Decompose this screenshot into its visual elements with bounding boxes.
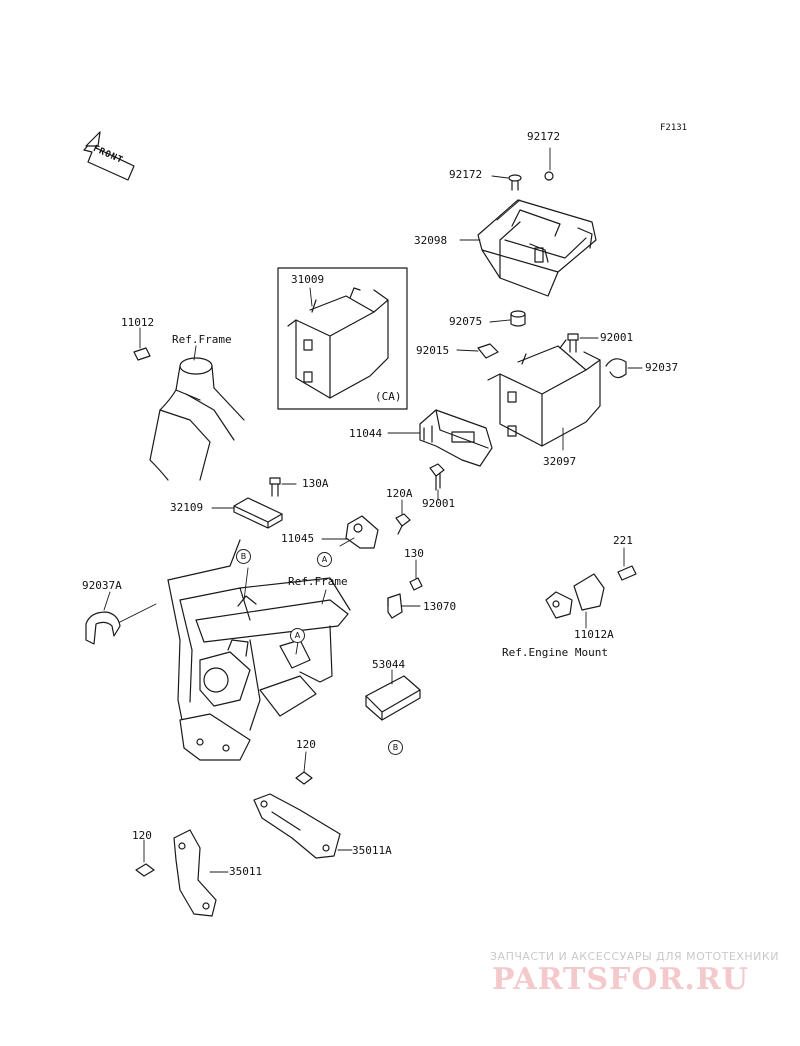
part-label-92037a: 92037A [82, 579, 122, 592]
frame-head-ref [149, 357, 245, 481]
callout-a-frame: A [290, 628, 305, 643]
part-label-11045: 11045 [281, 532, 315, 545]
callout-b-frame: B [236, 549, 251, 564]
part-label-92015: 92015 [416, 344, 450, 357]
bolt-130 [409, 577, 423, 591]
stopper-11012 [133, 347, 151, 361]
bolt-221 [617, 565, 637, 581]
leader-lines [103, 147, 643, 873]
bracket-35011a [253, 793, 341, 859]
figure-code: F2131 [660, 123, 688, 133]
grommet-92075 [510, 310, 526, 327]
part-label-92001-top: 92001 [600, 331, 634, 344]
bracket-11044 [419, 409, 493, 467]
front-arrow-icon [83, 131, 135, 181]
part-label-92172-top: 92172 [527, 130, 561, 143]
bolt-120-low [135, 863, 155, 877]
sleeve-53044 [365, 675, 421, 721]
part-label-35011: 35011 [229, 865, 263, 878]
pad-32109 [233, 497, 283, 529]
ref-engine-mount-label: Ref.Engine Mount [502, 646, 608, 659]
bolt-120a [395, 513, 411, 535]
option-box-31009 [277, 267, 408, 410]
part-label-92037: 92037 [645, 361, 679, 374]
callout-b-lower: B [388, 740, 403, 755]
part-label-11012: 11012 [121, 316, 155, 329]
part-label-120a: 120A [386, 487, 413, 500]
clamp-92037 [605, 358, 627, 379]
nut-92015 [477, 343, 499, 359]
part-label-130a: 130A [302, 477, 329, 490]
ref-frame-label-mid: Ref.Frame [288, 575, 348, 588]
watermark-tagline: ЗАПЧАСТИ И АКСЕССУАРЫ ДЛЯ МОТОТЕХНИКИ [490, 950, 779, 963]
bracket-11045 [345, 515, 379, 549]
part-label-31009: 31009 [291, 273, 325, 286]
bolt-92001-top [567, 333, 579, 353]
part-label-120-low: 120 [132, 829, 152, 842]
callout-a-upper: A [317, 552, 332, 567]
part-label-11012a: 11012A [574, 628, 614, 641]
battery-case-32097 [487, 339, 601, 447]
part-label-ca: (CA) [375, 390, 402, 403]
battery-cover-32098 [477, 199, 597, 297]
part-label-13070: 13070 [423, 600, 457, 613]
part-label-221: 221 [613, 534, 633, 547]
battery-case-31009 [287, 287, 389, 399]
clamp-92037a [85, 611, 121, 645]
part-label-92075: 92075 [449, 315, 483, 328]
part-label-35011a: 35011A [352, 844, 392, 857]
watermark-logo: PARTSFOR.RU [492, 962, 749, 997]
part-label-32097: 32097 [543, 455, 577, 468]
part-label-32109: 32109 [170, 501, 204, 514]
bracket-35011 [173, 829, 217, 917]
part-label-11044: 11044 [349, 427, 383, 440]
bracket-13070 [387, 593, 403, 619]
part-label-92172-left: 92172 [449, 168, 483, 181]
part-label-130: 130 [404, 547, 424, 560]
part-label-92001-lower: 92001 [422, 497, 456, 510]
frame-ref [167, 539, 351, 761]
bolt-92001-lower [429, 463, 445, 491]
bolt-130a [269, 477, 281, 497]
ref-frame-label-top: Ref.Frame [172, 333, 232, 346]
bolt-120-mid [295, 771, 313, 785]
part-label-120-mid: 120 [296, 738, 316, 751]
stopper-11012a [545, 573, 605, 619]
part-label-53044: 53044 [372, 658, 406, 671]
part-label-32098: 32098 [414, 234, 448, 247]
screw-92172 [508, 171, 554, 191]
